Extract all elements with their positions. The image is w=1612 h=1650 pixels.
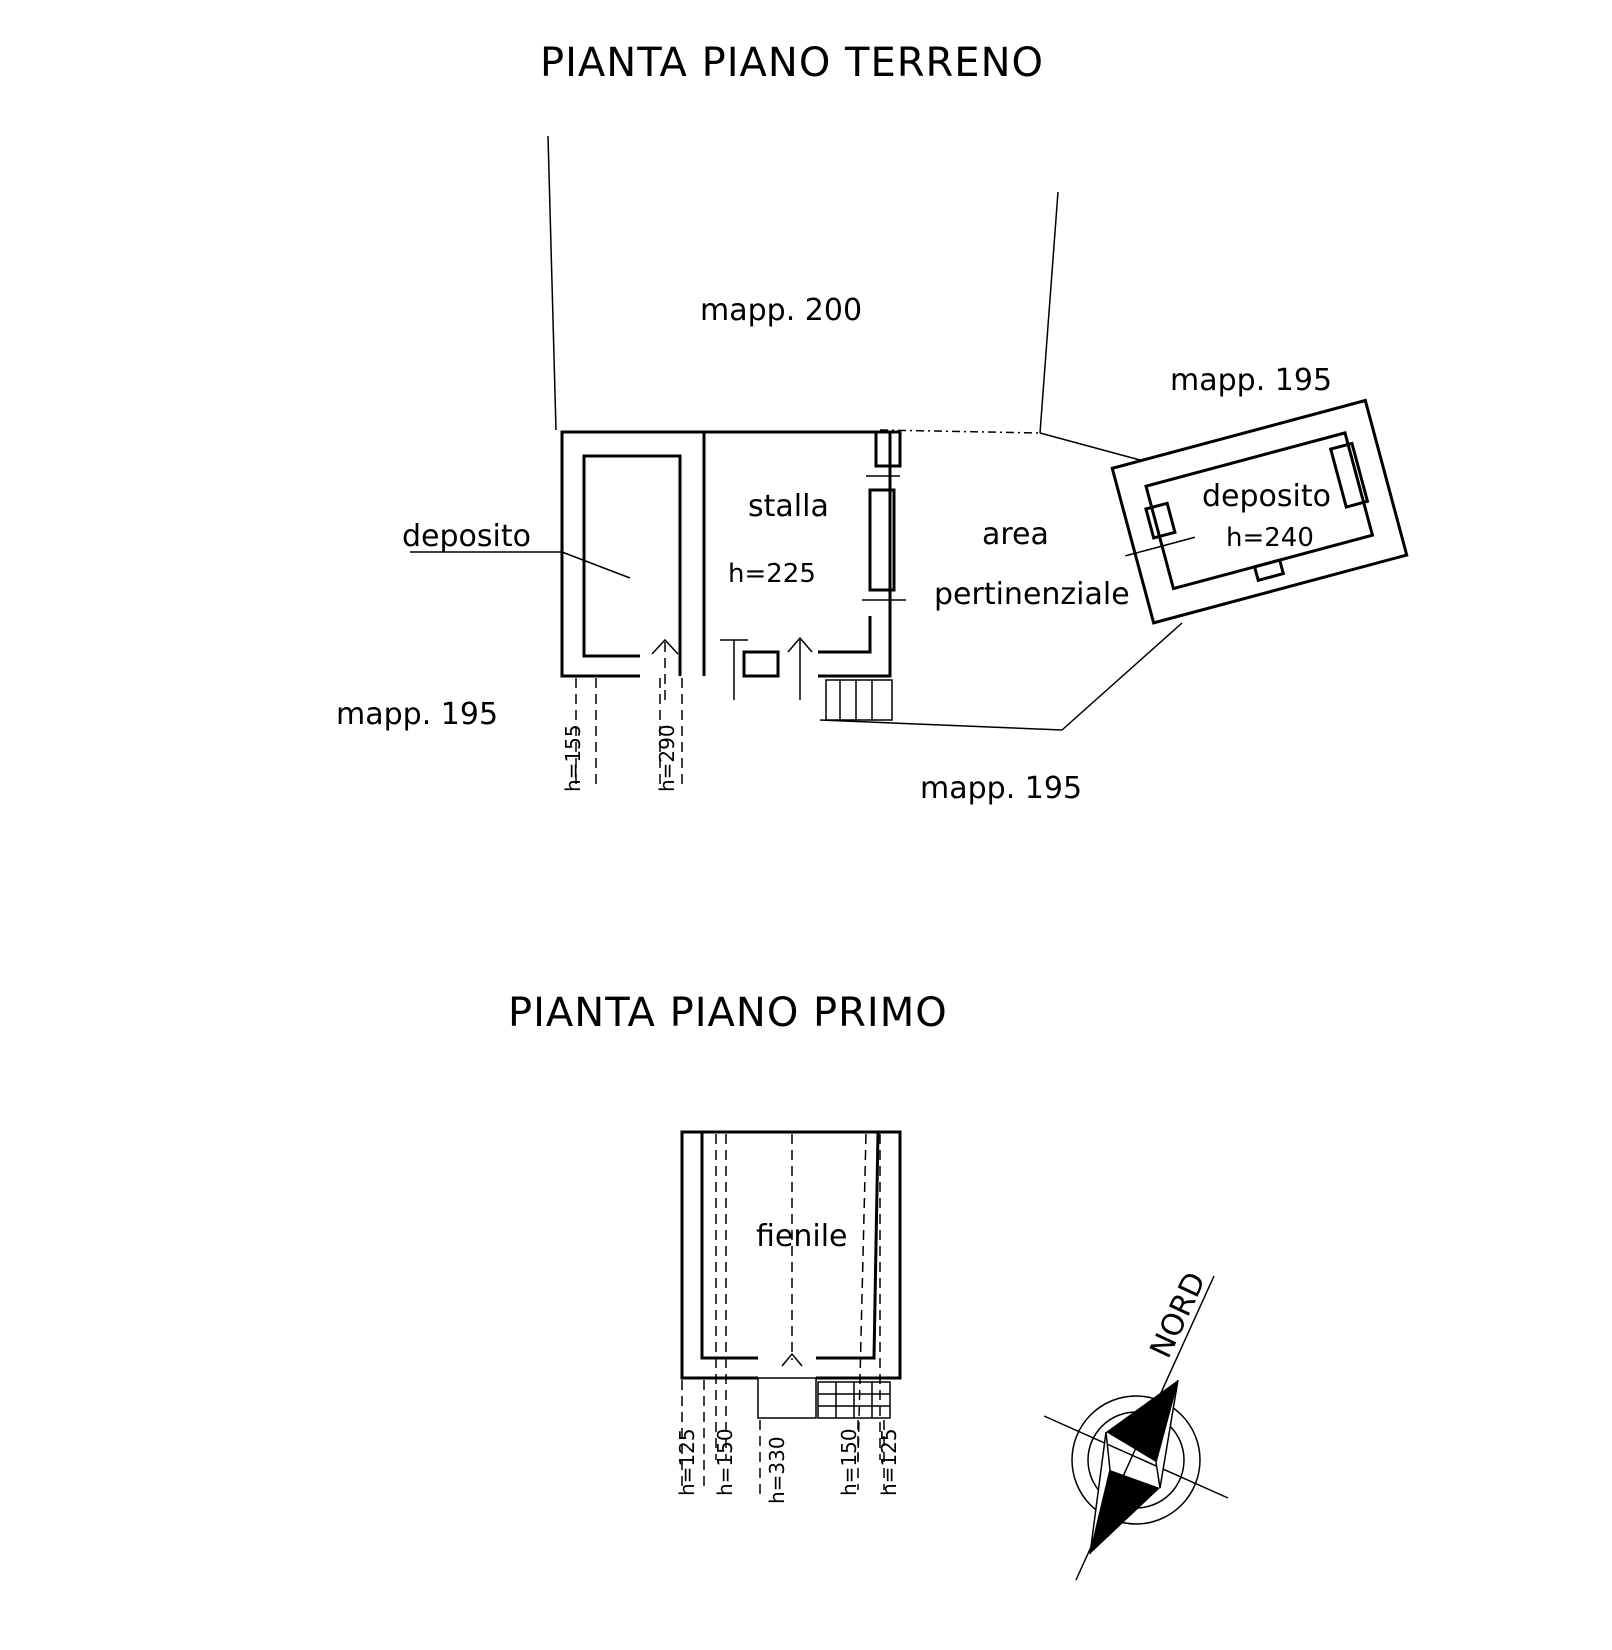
north-arrow-needle — [1106, 1380, 1178, 1462]
room-label-stalla: stalla — [748, 489, 829, 524]
ground-floor-title: PIANTA PIANO TERRENO — [540, 40, 1044, 86]
fienile-building — [680, 1130, 902, 1500]
main-building — [410, 430, 906, 790]
room-label-fienile: fienile — [756, 1219, 848, 1254]
north-label: NORD — [1144, 1267, 1214, 1363]
parcel-label-west: mapp. 195 — [336, 697, 498, 732]
north-arrow: NORD — [1043, 1267, 1229, 1581]
area-label-line2: pertinenziale — [934, 577, 1130, 612]
parcel-label-east: mapp. 195 — [1170, 363, 1332, 398]
deposito-east-height-label: h=240 — [1226, 523, 1314, 553]
parcel-label-north: mapp. 200 — [700, 293, 862, 328]
ground-floor-plan: PIANTA PIANO TERRENO — [336, 40, 1409, 806]
stalla-height-label: h=225 — [728, 559, 816, 589]
ff-opening-height-2: h=150 — [713, 1428, 737, 1496]
opening-height-2: h=290 — [655, 724, 679, 792]
opening-height-1: h=155 — [561, 724, 585, 792]
room-label-deposito-west: deposito — [402, 519, 531, 554]
parcel-boundaries — [547, 135, 1183, 731]
room-label-deposito-east: deposito — [1202, 479, 1331, 514]
east-deposito-building — [1110, 398, 1409, 625]
area-label-line1: area — [982, 517, 1049, 552]
ff-opening-height-4: h=150 — [837, 1428, 861, 1496]
first-floor-title: PIANTA PIANO PRIMO — [508, 990, 948, 1036]
first-floor-plan: PIANTA PIANO PRIMO fienile — [508, 990, 948, 1504]
ff-opening-height-5: h=125 — [877, 1428, 901, 1496]
parcel-label-south: mapp. 195 — [920, 771, 1082, 806]
ff-opening-height-3: h=330 — [765, 1436, 789, 1504]
ff-opening-height-1: h=125 — [675, 1428, 699, 1496]
